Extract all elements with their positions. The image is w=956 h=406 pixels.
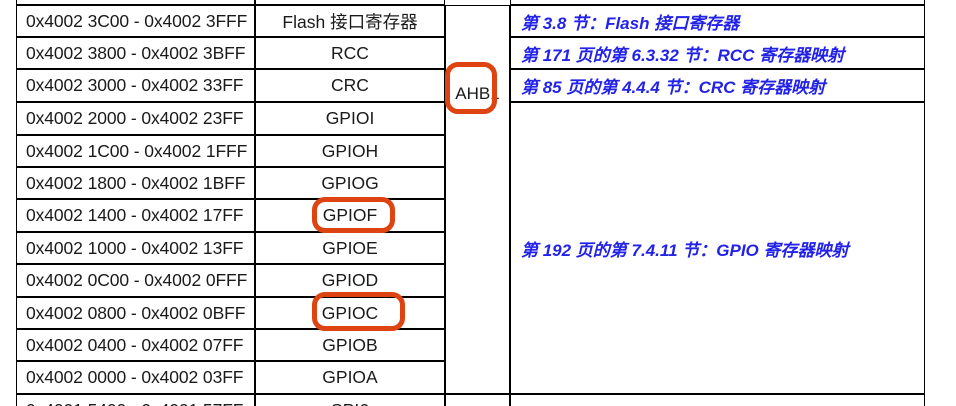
table-cell-peripheral: GPIOD: [255, 264, 445, 297]
table-cell-peripheral: RCC: [255, 37, 445, 69]
table-cell-address: 0x4002 0C00 - 0x4002 0FFF: [16, 264, 255, 297]
table-cell-address: 0x4002 3800 - 0x4002 3BFF: [16, 37, 255, 69]
table-cell-peripheral-gpiof: GPIOF: [255, 199, 445, 232]
table-cell-address: 0x4002 3C00 - 0x4002 3FFF: [16, 5, 255, 37]
table-cell-address: 0x4002 1C00 - 0x4002 1FFF: [16, 135, 255, 167]
table-cell-peripheral-gpioc: GPIOC: [255, 297, 445, 329]
table-cell-peripheral: GPIOB: [255, 329, 445, 361]
table-cell-address: 0x4002 0800 - 0x4002 0BFF: [16, 297, 255, 329]
table-cell-reference: 第 3.8 节：Flash 接口寄存器: [510, 5, 925, 37]
table-cell-reference-sliver-bottom: [510, 394, 925, 406]
table-cell-address: 0x4001 5400 - 0x4001 57FF: [16, 394, 255, 406]
table-cell-peripheral: SPI6: [255, 394, 445, 406]
table-cell-peripheral: GPIOE: [255, 232, 445, 264]
table-cell-address: 0x4002 2000 - 0x4002 23FF: [16, 102, 255, 135]
table-cell-reference-gpio: 第 192 页的第 7.4.11 节：GPIO 寄存器映射: [510, 102, 925, 394]
table-cell-address: 0x4002 1400 - 0x4002 17FF: [16, 199, 255, 232]
table-cell-address-sliver: [16, 0, 255, 5]
table-cell-peripheral-sliver: [255, 0, 445, 5]
table-cell-bus-sliver: [445, 394, 510, 406]
table-cell-reference-sliver: [510, 0, 925, 5]
bus-label-text: AHB1: [455, 84, 500, 103]
table-cell-peripheral: GPIOA: [255, 361, 445, 394]
table-cell-reference: 第 85 页的第 4.4.4 节：CRC 寄存器映射: [510, 69, 925, 102]
table-cell-peripheral: Flash 接口寄存器: [255, 5, 445, 37]
table-cell-address: 0x4002 0400 - 0x4002 07FF: [16, 329, 255, 361]
table-cell-peripheral: CRC: [255, 69, 445, 102]
table-cell-address: 0x4002 1800 - 0x4002 1BFF: [16, 167, 255, 199]
table-cell-address: 0x4002 1000 - 0x4002 13FF: [16, 232, 255, 264]
table-cell-address: 0x4002 3000 - 0x4002 33FF: [16, 69, 255, 102]
table-cell-peripheral: GPIOH: [255, 135, 445, 167]
table-cell-peripheral: GPIOI: [255, 102, 445, 135]
table-cell-bus-ahb1: AHB1: [445, 5, 510, 394]
table-cell-reference: 第 171 页的第 6.3.32 节：RCC 寄存器映射: [510, 37, 925, 69]
table-cell-peripheral: GPIOG: [255, 167, 445, 199]
table-cell-address: 0x4002 0000 - 0x4002 03FF: [16, 361, 255, 394]
